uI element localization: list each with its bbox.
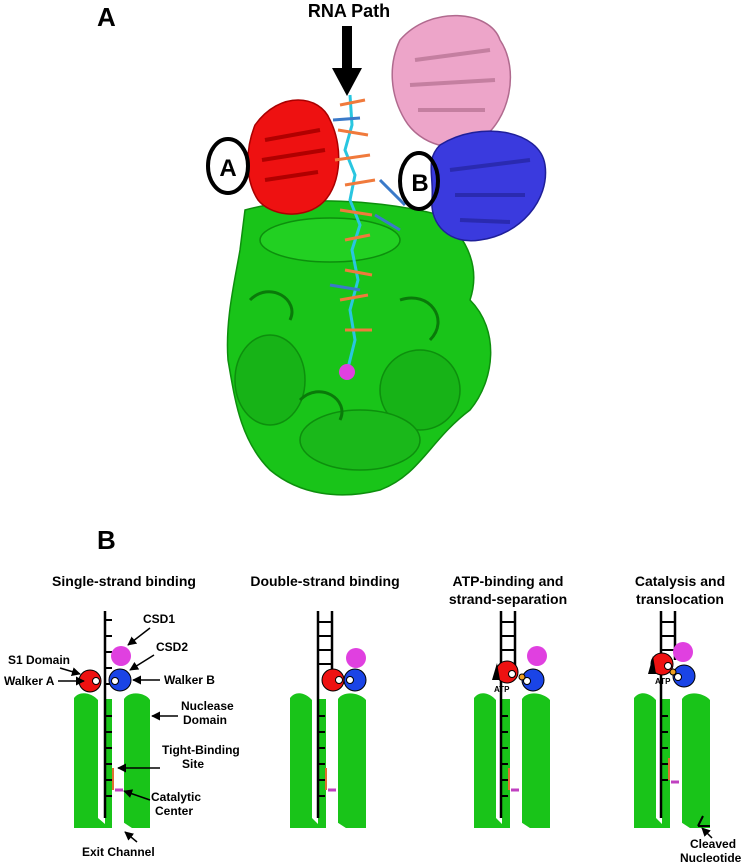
exit-channel-label: Exit Channel	[82, 845, 155, 859]
panel-a-letter: A	[97, 2, 116, 32]
stage-4-title-line2: translocation	[636, 591, 724, 607]
tight-binding-label-line2: Site	[182, 757, 204, 771]
stage-3-title-line2: strand-separation	[449, 591, 567, 607]
cleaved-nucleotide-label-line1: Cleaved	[690, 837, 736, 851]
rna-path-label: RNA Path	[308, 1, 390, 21]
nuclease-label-line2: Domain	[183, 713, 227, 727]
stage-1-title: Single-strand binding	[52, 573, 196, 589]
atp-label-stage-3: ATP	[494, 685, 510, 694]
stage-3-title-line1: ATP-binding and	[453, 573, 564, 589]
metal-ion	[339, 364, 355, 380]
csd1-label: CSD1	[143, 612, 175, 626]
stage-1-schematic	[74, 611, 150, 840]
stage-4-schematic	[634, 611, 710, 840]
walker-a-label: Walker A	[4, 674, 55, 688]
stage-4-title-line1: Catalysis and	[635, 573, 725, 589]
csd1-structure	[391, 14, 512, 148]
csd2-label: CSD2	[156, 640, 188, 654]
walker-b-label: Walker B	[164, 673, 215, 687]
rna-strand	[329, 94, 407, 369]
panel-b-letter: B	[97, 525, 116, 555]
catalytic-label-line2: Center	[155, 804, 193, 818]
site-a-marker: A	[206, 137, 250, 195]
rna-path-arrow	[332, 26, 362, 96]
nuclease-domain-structure	[226, 200, 492, 496]
nuclease-label-line1: Nuclease	[181, 699, 234, 713]
tight-binding-label-line1: Tight-Binding	[162, 743, 240, 757]
s1-domain-label: S1 Domain	[8, 653, 70, 667]
site-a-label: A	[219, 155, 236, 182]
stage-2-schematic	[290, 611, 367, 840]
stage-3-schematic	[474, 611, 550, 840]
site-b-label: B	[411, 170, 428, 197]
stage-2-title: Double-strand binding	[250, 573, 399, 589]
csd2-structure	[430, 130, 547, 242]
atp-label-stage-4: ATP	[655, 677, 671, 686]
catalytic-label-line1: Catalytic	[151, 790, 201, 804]
cleaved-nucleotide-label-line2: Nucleotide	[680, 851, 742, 865]
s1-domain-structure	[247, 99, 340, 215]
site-b-marker: B	[398, 151, 440, 211]
